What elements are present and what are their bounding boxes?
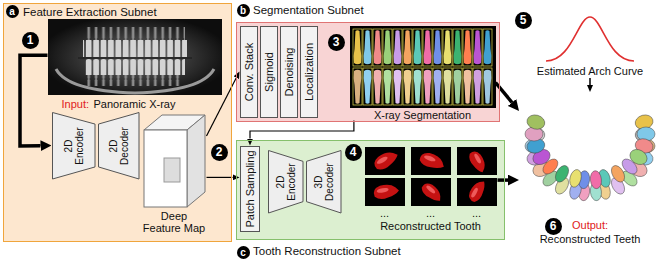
layer-label: 2D Encoder: [63, 123, 85, 169]
ellipsis: ...: [411, 207, 451, 220]
ellipsis: ...: [457, 207, 497, 220]
image-caption: X-ray Segmentation: [350, 109, 496, 122]
arch-curve: [532, 14, 648, 64]
segmentation-image: X-ray Segmentation: [350, 26, 496, 121]
feature-map-cuboid: [142, 112, 207, 209]
layer-box: Patch Sampling: [240, 146, 260, 232]
layer-box: Denoising: [280, 26, 298, 118]
panel-letter: b: [237, 4, 250, 17]
layer-box: Conv. Stack: [240, 26, 258, 118]
image-caption: Panoramic X-ray: [94, 98, 176, 111]
callout-number: 1: [22, 32, 39, 49]
feature-map: Deep Feature Map: [142, 112, 207, 234]
layer-label: Patch Sampling: [243, 150, 256, 227]
image-caption: Reconstructed Teeth: [519, 233, 661, 246]
layer-label: 2D Decoder: [108, 123, 130, 169]
output-teeth: Output:Reconstructed Teeth: [519, 92, 661, 250]
xray-picture: [48, 19, 222, 95]
segmentation-picture: [350, 26, 496, 108]
decoder-block: 3D Decoder: [306, 150, 342, 214]
panel-letter: a: [6, 5, 19, 18]
reconstructed-teeth-picture: [519, 92, 661, 217]
panel-letter: c: [237, 246, 250, 259]
arrow: [207, 177, 233, 178]
panel-title: Segmentation Subnet: [253, 4, 364, 17]
layer-label: 3D Decoder: [313, 159, 335, 205]
layer-label: Denoising: [282, 47, 295, 96]
output-tag: Output:: [519, 219, 661, 232]
layer-label: Conv. Stack: [242, 42, 255, 101]
panel: Tooth Reconstruction SubnetPatch Samplin…: [236, 140, 505, 240]
panel: Segmentation SubnetConv. StackSigmoidDen…: [236, 22, 500, 122]
xray-image: Input: Panoramic X-ray: [48, 19, 222, 111]
arch-curve-figure: Estimated Arch Curve: [532, 14, 648, 78]
panel-title: Tooth Reconstruction Subnet: [253, 245, 401, 258]
image-caption: Reconstructed Tooth: [364, 220, 498, 233]
callout-number: 5: [515, 12, 532, 29]
layer-label: 2D Encoder: [275, 159, 297, 205]
arrow: [498, 178, 509, 182]
callout-number: 4: [345, 144, 362, 161]
panel-title: Feature Extraction Subnet: [23, 6, 157, 19]
input-tag: Input:: [62, 98, 90, 111]
image-caption: Estimated Arch Curve: [532, 65, 648, 78]
arrow: [20, 55, 48, 146]
arrow: [496, 83, 513, 103]
layer-label: Localization: [302, 42, 315, 100]
callout-number: 6: [545, 218, 562, 235]
arrow: [250, 121, 354, 139]
arrow: [589, 78, 591, 85]
ellipsis: ...: [365, 207, 405, 220]
encoder-block: 2D Encoder: [268, 150, 304, 214]
image-caption: Deep Feature Map: [142, 210, 207, 235]
callout-number: 2: [211, 144, 228, 161]
tooth-grid: .........Reconstructed Tooth: [364, 145, 498, 234]
encoder-block: 2D Encoder: [52, 112, 96, 180]
layer-box: Sigmoid: [260, 26, 278, 118]
reconstructed-tooth-tiles: [364, 145, 498, 207]
decoder-block: 2D Decoder: [98, 112, 140, 180]
callout-number: 3: [328, 34, 345, 51]
layer-label: Sigmoid: [262, 52, 275, 92]
layer-box: Localization: [300, 26, 318, 118]
